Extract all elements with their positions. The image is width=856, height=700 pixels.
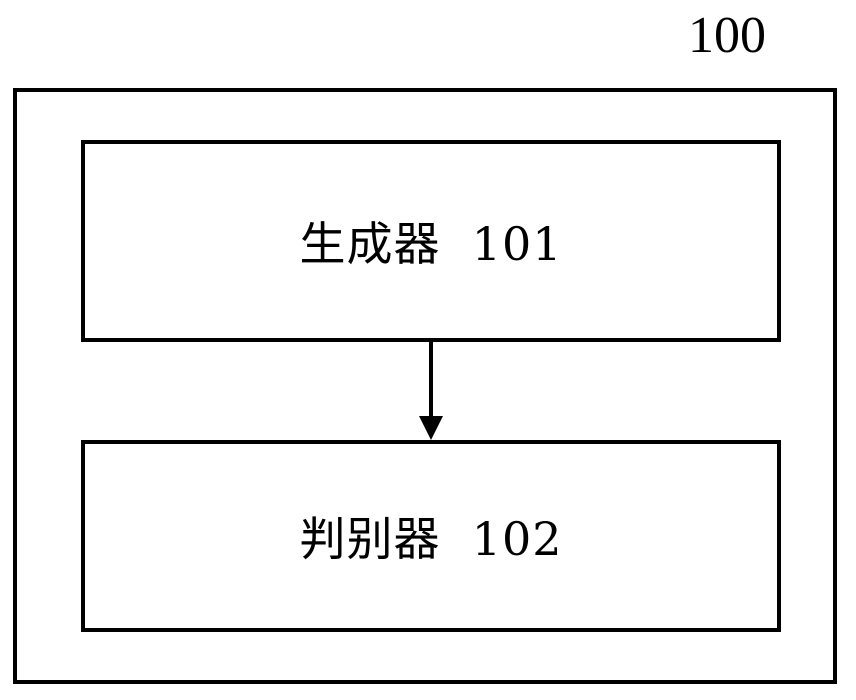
- system-container-box: [13, 88, 837, 684]
- generator-box: 生成器 101: [81, 140, 781, 342]
- system-reference-label: 100: [688, 7, 766, 64]
- discriminator-box: 判别器 102: [81, 440, 781, 632]
- discriminator-label: 判别器 102: [299, 512, 563, 566]
- generator-label: 生成器 101: [299, 217, 563, 271]
